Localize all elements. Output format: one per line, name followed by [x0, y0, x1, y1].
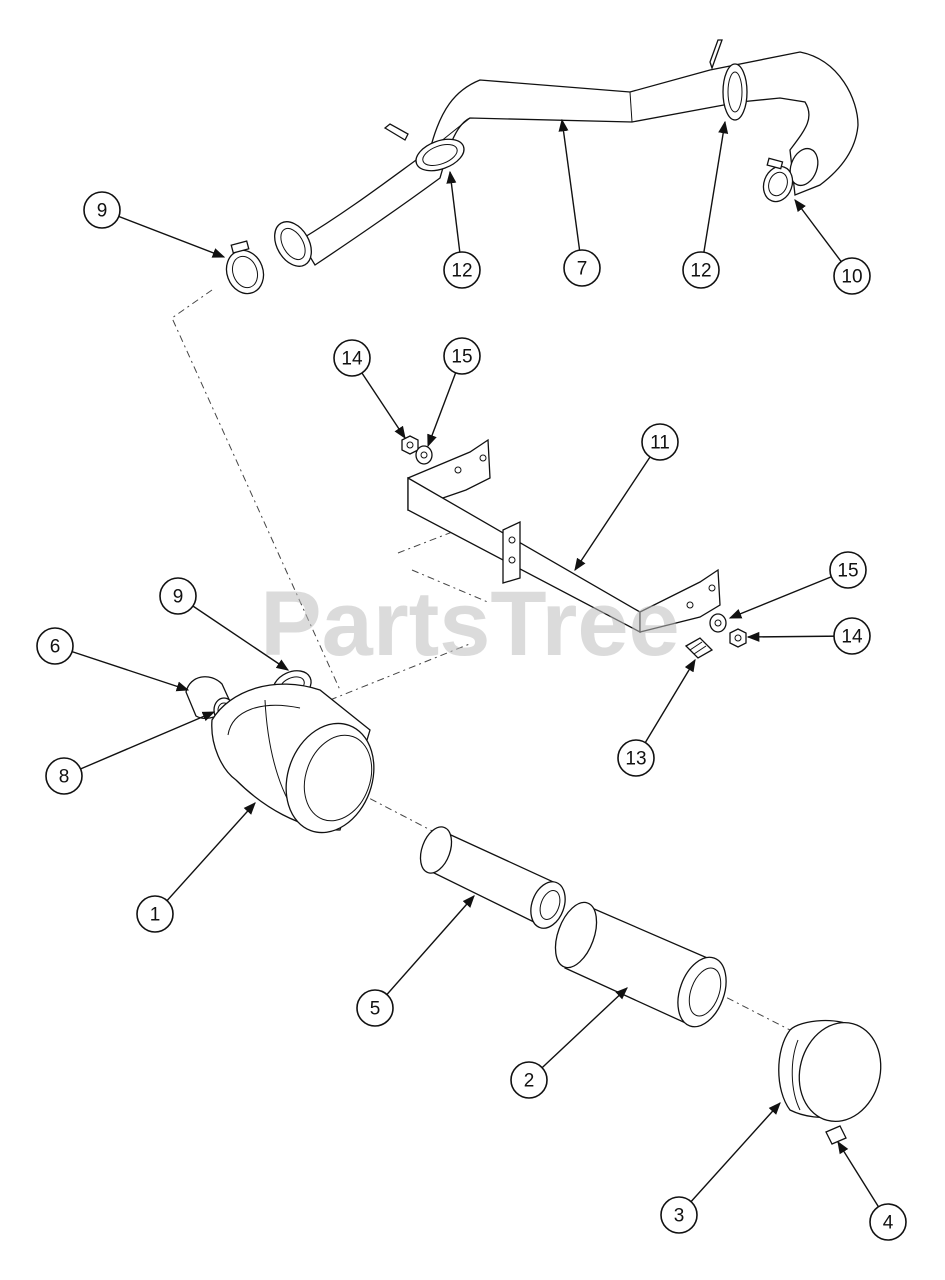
carriage-bolt [684, 637, 714, 659]
svg-text:15: 15 [451, 347, 472, 368]
callout-7: 7 [563, 249, 601, 287]
primary-filter [554, 901, 727, 1028]
watermark: PartsTree [260, 573, 679, 675]
hose-clamp-top [225, 240, 265, 295]
callout-3: 3 [660, 1196, 698, 1234]
svg-text:10: 10 [841, 267, 862, 288]
callout-8: 8 [45, 757, 83, 795]
end-cover [778, 1019, 882, 1123]
callout-1: 1 [136, 895, 174, 933]
callout-6: 6 [36, 627, 74, 665]
hex-nut-right [729, 628, 747, 648]
hose-collar-left [415, 138, 465, 172]
svg-text:6: 6 [50, 637, 61, 658]
callout-15-right: 15 [829, 551, 867, 589]
callout-9-lower: 9 [159, 577, 197, 615]
mounting-bracket [407, 438, 721, 634]
intake-hose [274, 39, 859, 267]
svg-text:13: 13 [625, 749, 646, 770]
hose-clamp-right [762, 157, 794, 203]
safety-filter [419, 826, 566, 929]
washer-top [415, 445, 433, 465]
svg-text:12: 12 [690, 261, 711, 282]
dust-valve [825, 1125, 847, 1145]
svg-text:1: 1 [150, 905, 161, 926]
washer-right [709, 613, 727, 633]
hose-collar-right [722, 63, 748, 121]
svg-text:7: 7 [577, 259, 588, 280]
callout-11: 11 [641, 423, 679, 461]
callout-4: 4 [869, 1203, 907, 1241]
callout-14-right: 14 [833, 617, 871, 655]
callout-12-right: 12 [682, 251, 720, 289]
svg-text:9: 9 [97, 201, 108, 222]
hex-nut-top [401, 435, 419, 455]
svg-text:9: 9 [173, 587, 184, 608]
svg-text:14: 14 [341, 349, 363, 370]
callout-2: 2 [510, 1061, 548, 1099]
callout-10: 10 [833, 257, 871, 295]
svg-text:15: 15 [837, 561, 858, 582]
callout-5: 5 [356, 989, 394, 1027]
svg-text:2: 2 [524, 1071, 535, 1092]
callout-9-top: 9 [83, 191, 121, 229]
air-cleaner-body [211, 683, 375, 834]
svg-text:11: 11 [650, 433, 670, 454]
svg-text:14: 14 [841, 627, 863, 648]
svg-text:8: 8 [59, 767, 70, 788]
callout-15-top: 15 [443, 337, 481, 375]
callout-14-top: 14 [333, 339, 371, 377]
svg-text:3: 3 [674, 1206, 685, 1227]
callout-12-left: 12 [443, 251, 481, 289]
callout-13: 13 [617, 739, 655, 777]
svg-text:12: 12 [451, 261, 472, 282]
svg-text:5: 5 [370, 999, 381, 1020]
svg-text:4: 4 [883, 1213, 894, 1234]
